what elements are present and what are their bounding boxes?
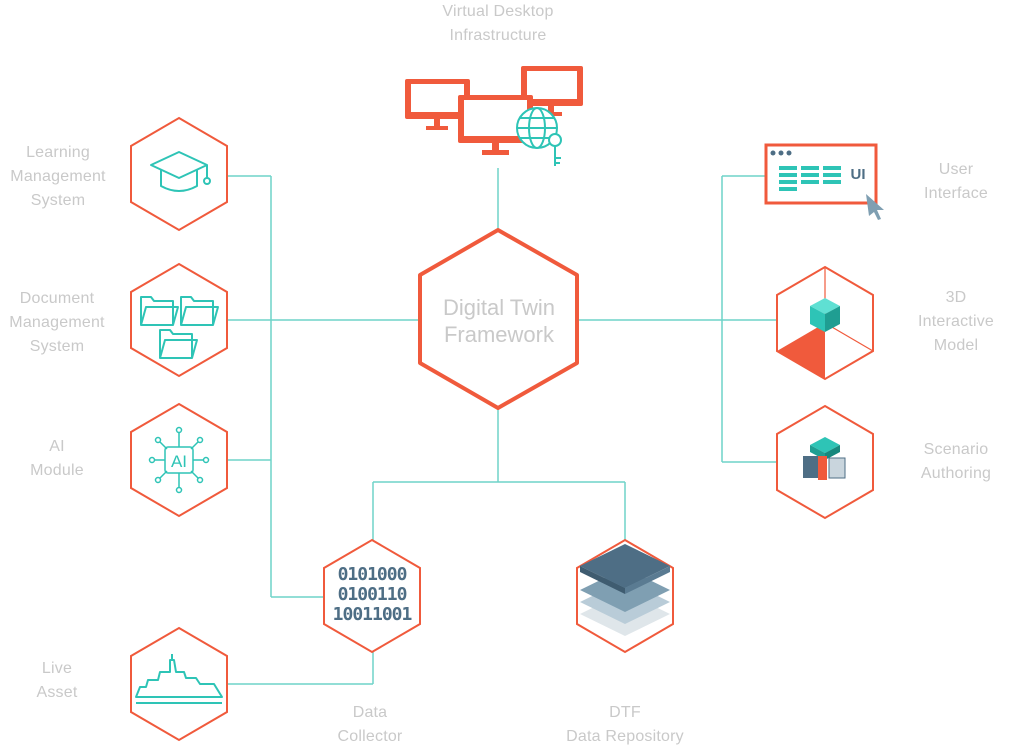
ui-icon-text: UI <box>851 166 866 183</box>
scenario-label-line-1: Scenario <box>923 441 989 458</box>
ai-label: AI Module <box>16 435 98 483</box>
repository-node <box>576 538 674 654</box>
lms-label-line-3: System <box>30 192 86 209</box>
model3d-node <box>776 265 874 381</box>
binary-line-2: 0100110 <box>338 584 407 605</box>
blocks-icon <box>803 437 846 480</box>
connector-lines <box>227 168 778 685</box>
lms-label-line-2: Management <box>10 168 106 185</box>
folders-icon <box>140 296 219 359</box>
scenario-label: Scenario Authoring <box>906 438 1006 486</box>
ui-label: User Interface <box>906 158 1006 206</box>
scenario-label-line-2: Authoring <box>920 465 992 482</box>
center-label-line-1: Digital Twin <box>442 295 556 320</box>
dms-label-line-2: Management <box>9 314 105 331</box>
model3d-label: 3D Interactive Model <box>906 286 1006 358</box>
vdi-label-line-2: Infrastructure <box>449 27 547 44</box>
data-collector-label-line-1: Data <box>352 704 388 721</box>
vdi-monitors-icon <box>405 66 583 166</box>
model3d-label-line-2: Interactive <box>917 313 994 330</box>
binary-line-1: 0101000 <box>338 564 407 585</box>
live-asset-node <box>130 626 228 742</box>
binary-line-3: 10011001 <box>333 604 412 625</box>
ui-label-line-2: Interface <box>923 185 989 202</box>
vdi-label: Virtual Desktop Infrastructure <box>412 0 584 48</box>
scenario-node <box>776 404 874 520</box>
repository-label: DTF Data Repository <box>550 701 700 749</box>
dms-node <box>130 262 228 378</box>
ui-window-icon: UI <box>764 143 884 220</box>
repository-label-line-2: Data Repository <box>566 728 684 745</box>
cube-icon <box>810 298 840 332</box>
ai-label-line-2: Module <box>30 462 84 479</box>
model3d-label-line-1: 3D <box>945 289 967 306</box>
live-asset-label-line-2: Asset <box>36 684 78 701</box>
model3d-label-line-3: Model <box>933 337 979 354</box>
dms-label-line-1: Document <box>19 290 95 307</box>
dms-label: Document Management System <box>0 287 114 359</box>
ui-label-line-1: User <box>938 161 974 178</box>
center-label-line-2: Framework <box>443 322 554 347</box>
lms-label: Learning Management System <box>2 141 114 213</box>
live-asset-label: Live Asset <box>16 657 98 705</box>
data-collector-label: Data Collector <box>320 701 420 749</box>
vdi-label-line-1: Virtual Desktop <box>442 3 554 20</box>
layers-icon <box>580 544 670 636</box>
live-asset-label-line-1: Live <box>41 660 73 677</box>
data-collector-node: 0101000 0100110 10011001 <box>323 538 421 654</box>
data-collector-label-line-2: Collector <box>337 728 403 745</box>
cursor-arrow-icon <box>866 194 884 220</box>
ai-label-line-1: AI <box>49 438 65 455</box>
ship-icon <box>135 654 223 704</box>
lms-label-line-1: Learning <box>26 144 90 161</box>
lms-node <box>130 116 228 232</box>
ai-circuit-icon <box>148 426 210 494</box>
center-hexagon <box>418 228 579 410</box>
graduation-cap-icon <box>150 151 211 192</box>
ai-node: AI <box>130 402 228 518</box>
center-label: Digital Twin Framework <box>411 294 587 348</box>
ai-icon-text: AI <box>171 452 187 471</box>
repository-label-line-1: DTF <box>609 704 641 721</box>
dms-label-line-3: System <box>29 338 85 355</box>
